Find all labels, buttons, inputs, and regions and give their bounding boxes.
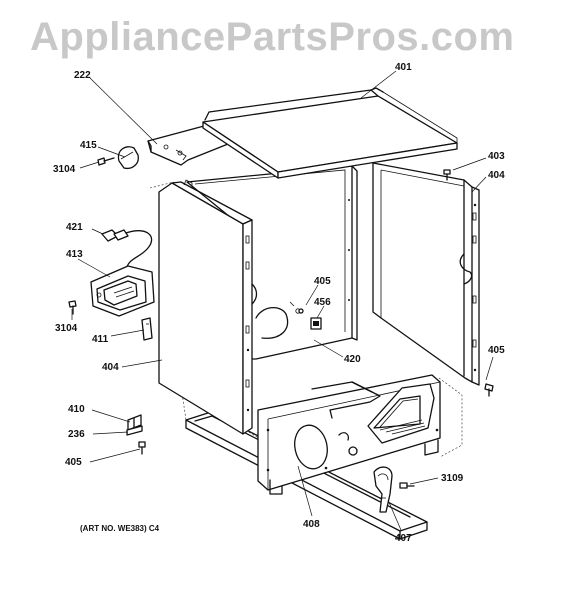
callout-labels: 222 401 415 3104 403 404 421 413 405 456… xyxy=(53,62,505,544)
leader-lines xyxy=(71,70,494,531)
callout-407: 407 xyxy=(395,533,412,544)
art-number: (ART NO. WE383) C4 xyxy=(80,524,160,533)
callout-3104-upper: 3104 xyxy=(53,164,76,175)
callout-403: 403 xyxy=(488,151,505,162)
callout-404-right: 404 xyxy=(488,170,505,181)
callout-408: 408 xyxy=(303,519,320,530)
screw-405-rear xyxy=(298,308,304,314)
callout-3109: 3109 xyxy=(441,473,464,484)
callout-236: 236 xyxy=(68,429,85,440)
watermark-text: AppliancePartsPros.com xyxy=(30,15,515,59)
callout-404-left: 404 xyxy=(102,362,119,373)
screw-403 xyxy=(443,169,451,181)
callout-456: 456 xyxy=(314,297,331,308)
callout-410: 410 xyxy=(68,404,85,415)
top-panel xyxy=(202,87,458,179)
terminal-bracket-413 xyxy=(90,265,155,317)
round-cover-415 xyxy=(117,146,139,170)
left-side-panel xyxy=(158,179,258,435)
callout-413: 413 xyxy=(66,249,83,260)
callout-405-right: 405 xyxy=(488,345,505,356)
callout-421: 421 xyxy=(66,222,83,233)
power-cord-421 xyxy=(101,229,153,271)
screw-405-right xyxy=(484,383,494,397)
screw-3104-lower xyxy=(68,300,77,315)
callout-411: 411 xyxy=(92,334,109,345)
screw-405-left xyxy=(138,441,146,455)
right-side-panel xyxy=(372,162,480,386)
callout-3104-lower: 3104 xyxy=(55,323,78,334)
screw-3104-upper xyxy=(97,157,115,166)
clip-411 xyxy=(141,317,153,341)
screw-3109 xyxy=(399,482,415,489)
callout-420: 420 xyxy=(344,354,361,365)
drum-support-407 xyxy=(373,466,393,513)
callout-401: 401 xyxy=(395,62,412,73)
callout-222: 222 xyxy=(74,70,91,81)
leg-410 xyxy=(126,414,143,436)
callout-405-rear: 405 xyxy=(314,276,331,287)
callout-405-left: 405 xyxy=(65,457,82,468)
front-base-panel xyxy=(257,374,441,495)
callout-415: 415 xyxy=(80,140,97,151)
